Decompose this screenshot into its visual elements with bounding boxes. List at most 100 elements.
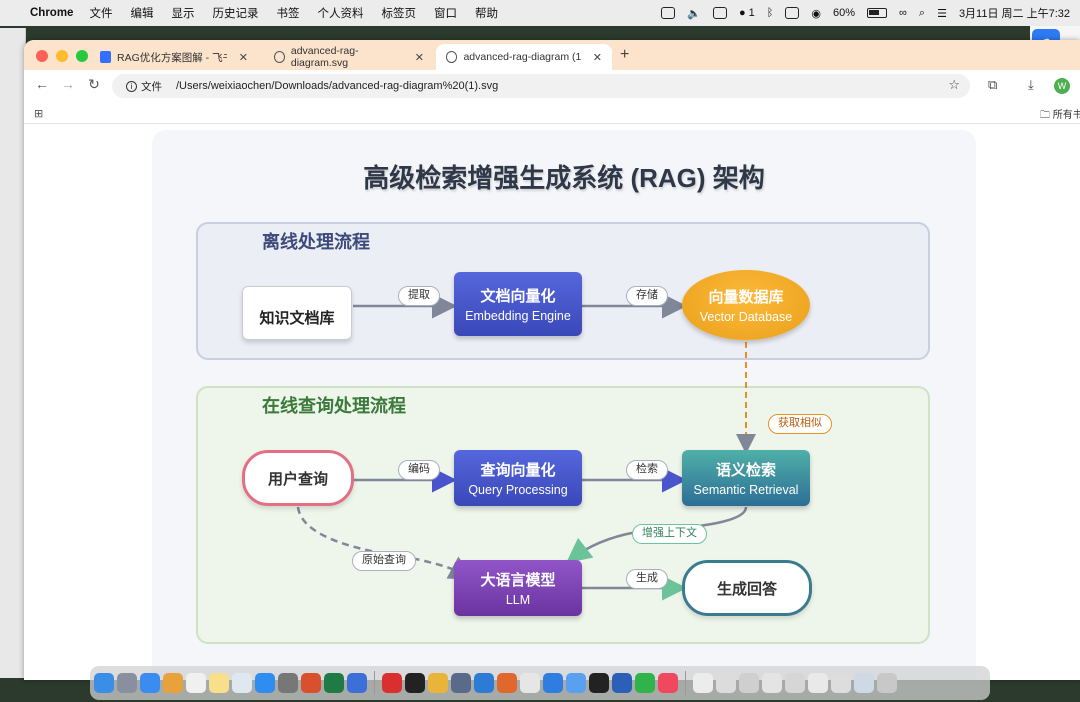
close-tab-icon[interactable]: ✕: [238, 51, 248, 64]
volume-icon[interactable]: 🔈: [687, 7, 701, 20]
launchpad-icon[interactable]: [117, 673, 137, 693]
recent-file-icon[interactable]: [808, 673, 828, 693]
menu-app-name[interactable]: Chrome: [30, 7, 74, 19]
label-store: 存储: [626, 286, 668, 306]
chrome-icon[interactable]: [428, 673, 448, 693]
status-icon[interactable]: [712, 7, 727, 19]
screen-mirror-icon[interactable]: [661, 7, 676, 19]
all-bookmarks-label: 所有书: [1052, 110, 1080, 121]
dock-separator: [685, 671, 686, 695]
vscode-icon[interactable]: [474, 673, 494, 693]
cursor-app-icon[interactable]: [589, 673, 609, 693]
recent-file-icon[interactable]: [693, 673, 713, 693]
reload-icon[interactable]: ↻: [88, 76, 100, 92]
label-augment-context: 增强上下文: [632, 524, 707, 544]
link-icon[interactable]: ∞: [899, 7, 907, 19]
all-bookmarks[interactable]: 🗀 所有书: [1040, 106, 1080, 125]
download-icon[interactable]: ⤓: [1028, 77, 1034, 92]
downloads-stack-icon[interactable]: [854, 673, 874, 693]
profile-avatar[interactable]: W: [1054, 78, 1070, 94]
git-icon[interactable]: [497, 673, 517, 693]
node-subtitle: LLM: [505, 593, 531, 607]
finder-icon[interactable]: [94, 673, 114, 693]
recent-file-icon[interactable]: [716, 673, 736, 693]
browser-window: RAG优化方案图解 - 飞书云文档 ✕ advanced-rag-diagram…: [24, 40, 1080, 680]
spotlight-icon[interactable]: ⌕: [918, 6, 926, 19]
address-bar[interactable]: i 文件 /Users/weixiaochen/Downloads/advanc…: [112, 74, 970, 98]
menu-edit[interactable]: 编辑: [130, 8, 154, 20]
dock-separator: [374, 671, 375, 695]
bluetooth-icon[interactable]: ᛒ: [766, 7, 774, 19]
recent-file-icon[interactable]: [785, 673, 805, 693]
background-window: [0, 28, 26, 678]
mail-icon[interactable]: [347, 673, 367, 693]
wechat-status-icon[interactable]: ● 1: [738, 7, 755, 19]
menu-view[interactable]: 显示: [171, 8, 195, 20]
embedding-engine-node: 文档向量化 Embedding Engine: [454, 272, 582, 336]
toolbar: ← → ↻ i 文件 /Users/weixiaochen/Downloads/…: [24, 70, 1080, 102]
wechat-icon[interactable]: [635, 673, 655, 693]
terminal-icon[interactable]: [405, 673, 425, 693]
extensions-icon[interactable]: ⧉: [988, 77, 998, 92]
close-tab-icon[interactable]: ✕: [414, 51, 424, 64]
excel-icon[interactable]: [324, 673, 344, 693]
tab-rag-svg[interactable]: advanced-rag-diagram.svg ✕: [264, 44, 434, 70]
bookmarks-bar: ⊞ 🗀 所有书: [24, 102, 1080, 124]
reminders-icon[interactable]: [186, 673, 206, 693]
photos-icon[interactable]: [163, 673, 183, 693]
menu-tabs[interactable]: 标签页: [381, 8, 416, 20]
site-info-chip[interactable]: i 文件: [120, 79, 168, 94]
trash-icon[interactable]: [877, 673, 897, 693]
lark-icon[interactable]: [543, 673, 563, 693]
node-title: 文档向量化: [480, 288, 556, 305]
notes-icon[interactable]: [209, 673, 229, 693]
menu-bookmarks[interactable]: 书签: [276, 8, 300, 20]
textedit-icon[interactable]: [520, 673, 540, 693]
forward-icon[interactable]: →: [61, 76, 75, 92]
recent-file-icon[interactable]: [831, 673, 851, 693]
minimize-window-button[interactable]: [56, 50, 68, 62]
netdisk-icon[interactable]: [566, 673, 586, 693]
recent-file-icon[interactable]: [739, 673, 759, 693]
zoom-window-button[interactable]: [76, 50, 88, 62]
dock: [90, 666, 990, 700]
query-processing-node: 查询向量化 Query Processing: [454, 450, 582, 506]
back-icon[interactable]: ←: [35, 76, 49, 92]
url-text[interactable]: /Users/weixiaochen/Downloads/advanced-ra…: [176, 80, 499, 92]
tab-label: advanced-rag-diagram (1).svg: [463, 51, 581, 63]
info-icon: i: [126, 80, 137, 92]
globe-icon: [274, 51, 285, 63]
app-store-icon[interactable]: [255, 673, 275, 693]
safari-icon[interactable]: [140, 673, 160, 693]
recent-file-icon[interactable]: [762, 673, 782, 693]
doc-icon: [100, 51, 111, 63]
tab-feishu-doc[interactable]: RAG优化方案图解 - 飞书云文档 ✕: [90, 44, 258, 70]
user-icon[interactable]: ◉: [811, 7, 822, 20]
system-settings-icon[interactable]: [278, 673, 298, 693]
youdao-icon[interactable]: [382, 673, 402, 693]
apps-grid-icon[interactable]: ⊞: [34, 108, 44, 120]
freeform-icon[interactable]: [232, 673, 252, 693]
powerpoint-icon[interactable]: [301, 673, 321, 693]
menu-file[interactable]: 文件: [89, 8, 113, 20]
vector-database-node: 向量数据库 Vector Database: [682, 270, 810, 340]
menu-history[interactable]: 历史记录: [212, 8, 259, 20]
preview-icon[interactable]: [451, 673, 471, 693]
diagram-title: 高级检索增强生成系统 (RAG) 架构: [363, 163, 765, 193]
menu-profiles[interactable]: 个人资料: [317, 8, 364, 20]
close-tab-icon[interactable]: ✕: [592, 51, 602, 64]
bookmark-star-icon[interactable]: ☆: [948, 77, 960, 92]
control-center-icon[interactable]: ☰: [937, 7, 947, 20]
tab-rag-svg-1[interactable]: advanced-rag-diagram (1).svg ✕: [436, 44, 612, 70]
input-method-icon[interactable]: [785, 7, 800, 19]
music-icon[interactable]: [658, 673, 678, 693]
new-tab-button[interactable]: +: [620, 46, 630, 63]
node-title: 知识文档库: [259, 309, 335, 327]
battery-icon[interactable]: [867, 8, 888, 18]
close-window-button[interactable]: [36, 50, 48, 62]
clock[interactable]: 3月11日 周二 上午7:32: [958, 8, 1070, 20]
menu-help[interactable]: 帮助: [474, 8, 498, 20]
label-extract: 提取: [398, 286, 440, 306]
word-icon[interactable]: [612, 673, 632, 693]
menu-window[interactable]: 窗口: [433, 8, 457, 20]
